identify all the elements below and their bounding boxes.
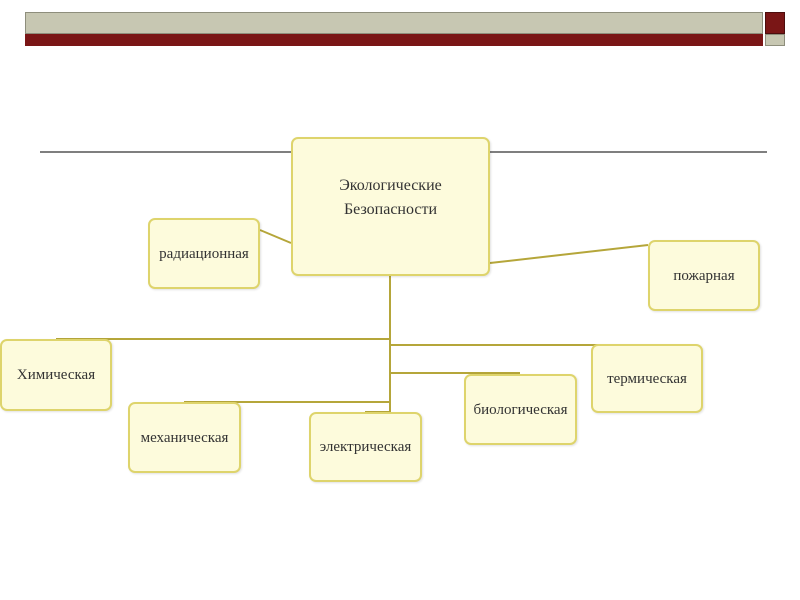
node-electrical: электрическая	[309, 412, 422, 482]
header-bar-bottom	[25, 34, 763, 46]
node-thermal-label: термическая	[607, 370, 687, 387]
node-thermal: термическая	[591, 344, 703, 413]
node-radiation-label: радиационная	[159, 245, 249, 262]
header-square-bottom	[765, 34, 785, 46]
header-bar-top	[25, 12, 763, 34]
node-mechanical-label: механическая	[140, 429, 229, 446]
node-radiation: радиационная	[148, 218, 260, 289]
node-mechanical: механическая	[128, 402, 241, 473]
node-fire: пожарная	[648, 240, 760, 311]
connector-main-radiation	[259, 229, 292, 244]
node-chemical: Химическая	[0, 339, 112, 411]
node-biological-label: биологическая	[473, 401, 568, 418]
header-square-top	[765, 12, 785, 34]
node-chemical-label: Химическая	[16, 367, 96, 383]
node-ecological-safety: Экологические Безопасности	[291, 137, 490, 276]
node-fire-label: пожарная	[673, 267, 735, 284]
node-biological: биологическая	[464, 374, 577, 445]
node-ecological-safety-label: Экологические Безопасности	[339, 177, 442, 218]
connector-main-fire	[489, 244, 649, 264]
node-electrical-label: электрическая	[319, 439, 412, 455]
